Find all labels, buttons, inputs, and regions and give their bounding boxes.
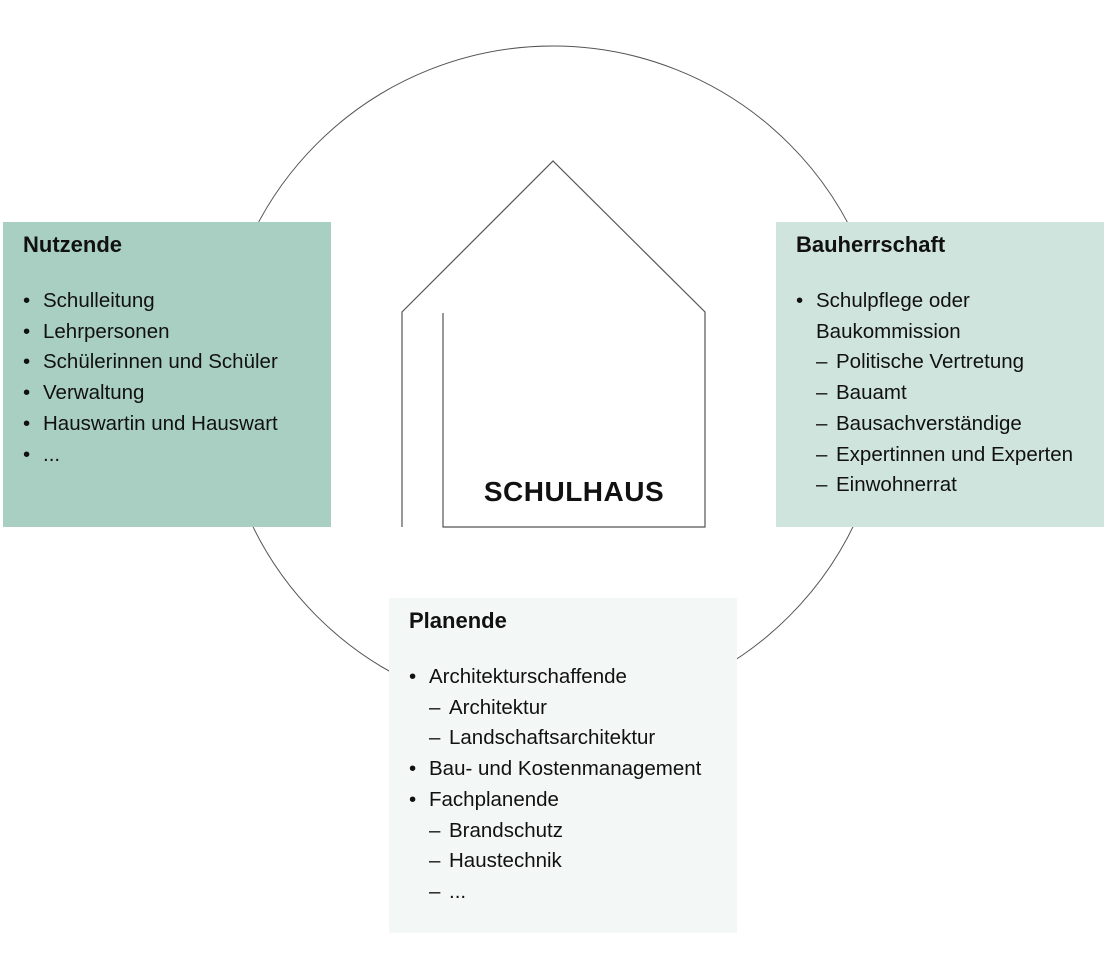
sub-list-item: Brandschutz [429, 816, 717, 847]
group-title: Planende [409, 608, 507, 633]
sub-list-item: Expertinnen und Experten [816, 440, 1084, 471]
group-list: Schulpflege oder BaukommissionPolitische… [796, 286, 1084, 501]
sub-list-item: Architektur [429, 693, 717, 724]
group-list: ArchitekturschaffendeArchitekturLandscha… [409, 662, 717, 908]
sub-list-item: ... [429, 877, 717, 908]
group-list: SchulleitungLehrpersonenSchülerinnen und… [23, 286, 311, 470]
list-item: Verwaltung [23, 378, 311, 409]
sub-list-item: Landschaftsarchitektur [429, 723, 717, 754]
sub-list-item: Haustechnik [429, 846, 717, 877]
sub-list-item: Bauamt [816, 378, 1084, 409]
list-item: Architekturschaffende [409, 662, 717, 693]
house-label: SCHULHAUS [483, 476, 665, 507]
list-item: Schulleitung [23, 286, 311, 317]
house-outline [401, 160, 706, 528]
sub-list-item: Politische Vertretung [816, 347, 1084, 378]
sub-list-item: Bausachverständige [816, 409, 1084, 440]
list-item: Hauswartin und Hauswart [23, 409, 311, 440]
list-item: Schülerinnen und Schüler [23, 347, 311, 378]
sub-list-item: Einwohnerrat [816, 470, 1084, 501]
group-title: Bauherrschaft [796, 232, 946, 257]
list-item: Lehrpersonen [23, 317, 311, 348]
list-item: Fachplanende [409, 785, 717, 816]
list-item: Bau- und Kostenmanagement [409, 754, 717, 785]
group-bauherrschaft: Bauherrschaft Schulpflege oder Baukommis… [776, 222, 1104, 527]
group-title: Nutzende [23, 232, 122, 257]
group-planende: Planende ArchitekturschaffendeArchitektu… [389, 598, 737, 933]
group-nutzende: Nutzende SchulleitungLehrpersonenSchüler… [3, 222, 331, 527]
list-item: ... [23, 440, 311, 471]
list-item: Schulpflege oder Baukommission [796, 286, 1084, 347]
